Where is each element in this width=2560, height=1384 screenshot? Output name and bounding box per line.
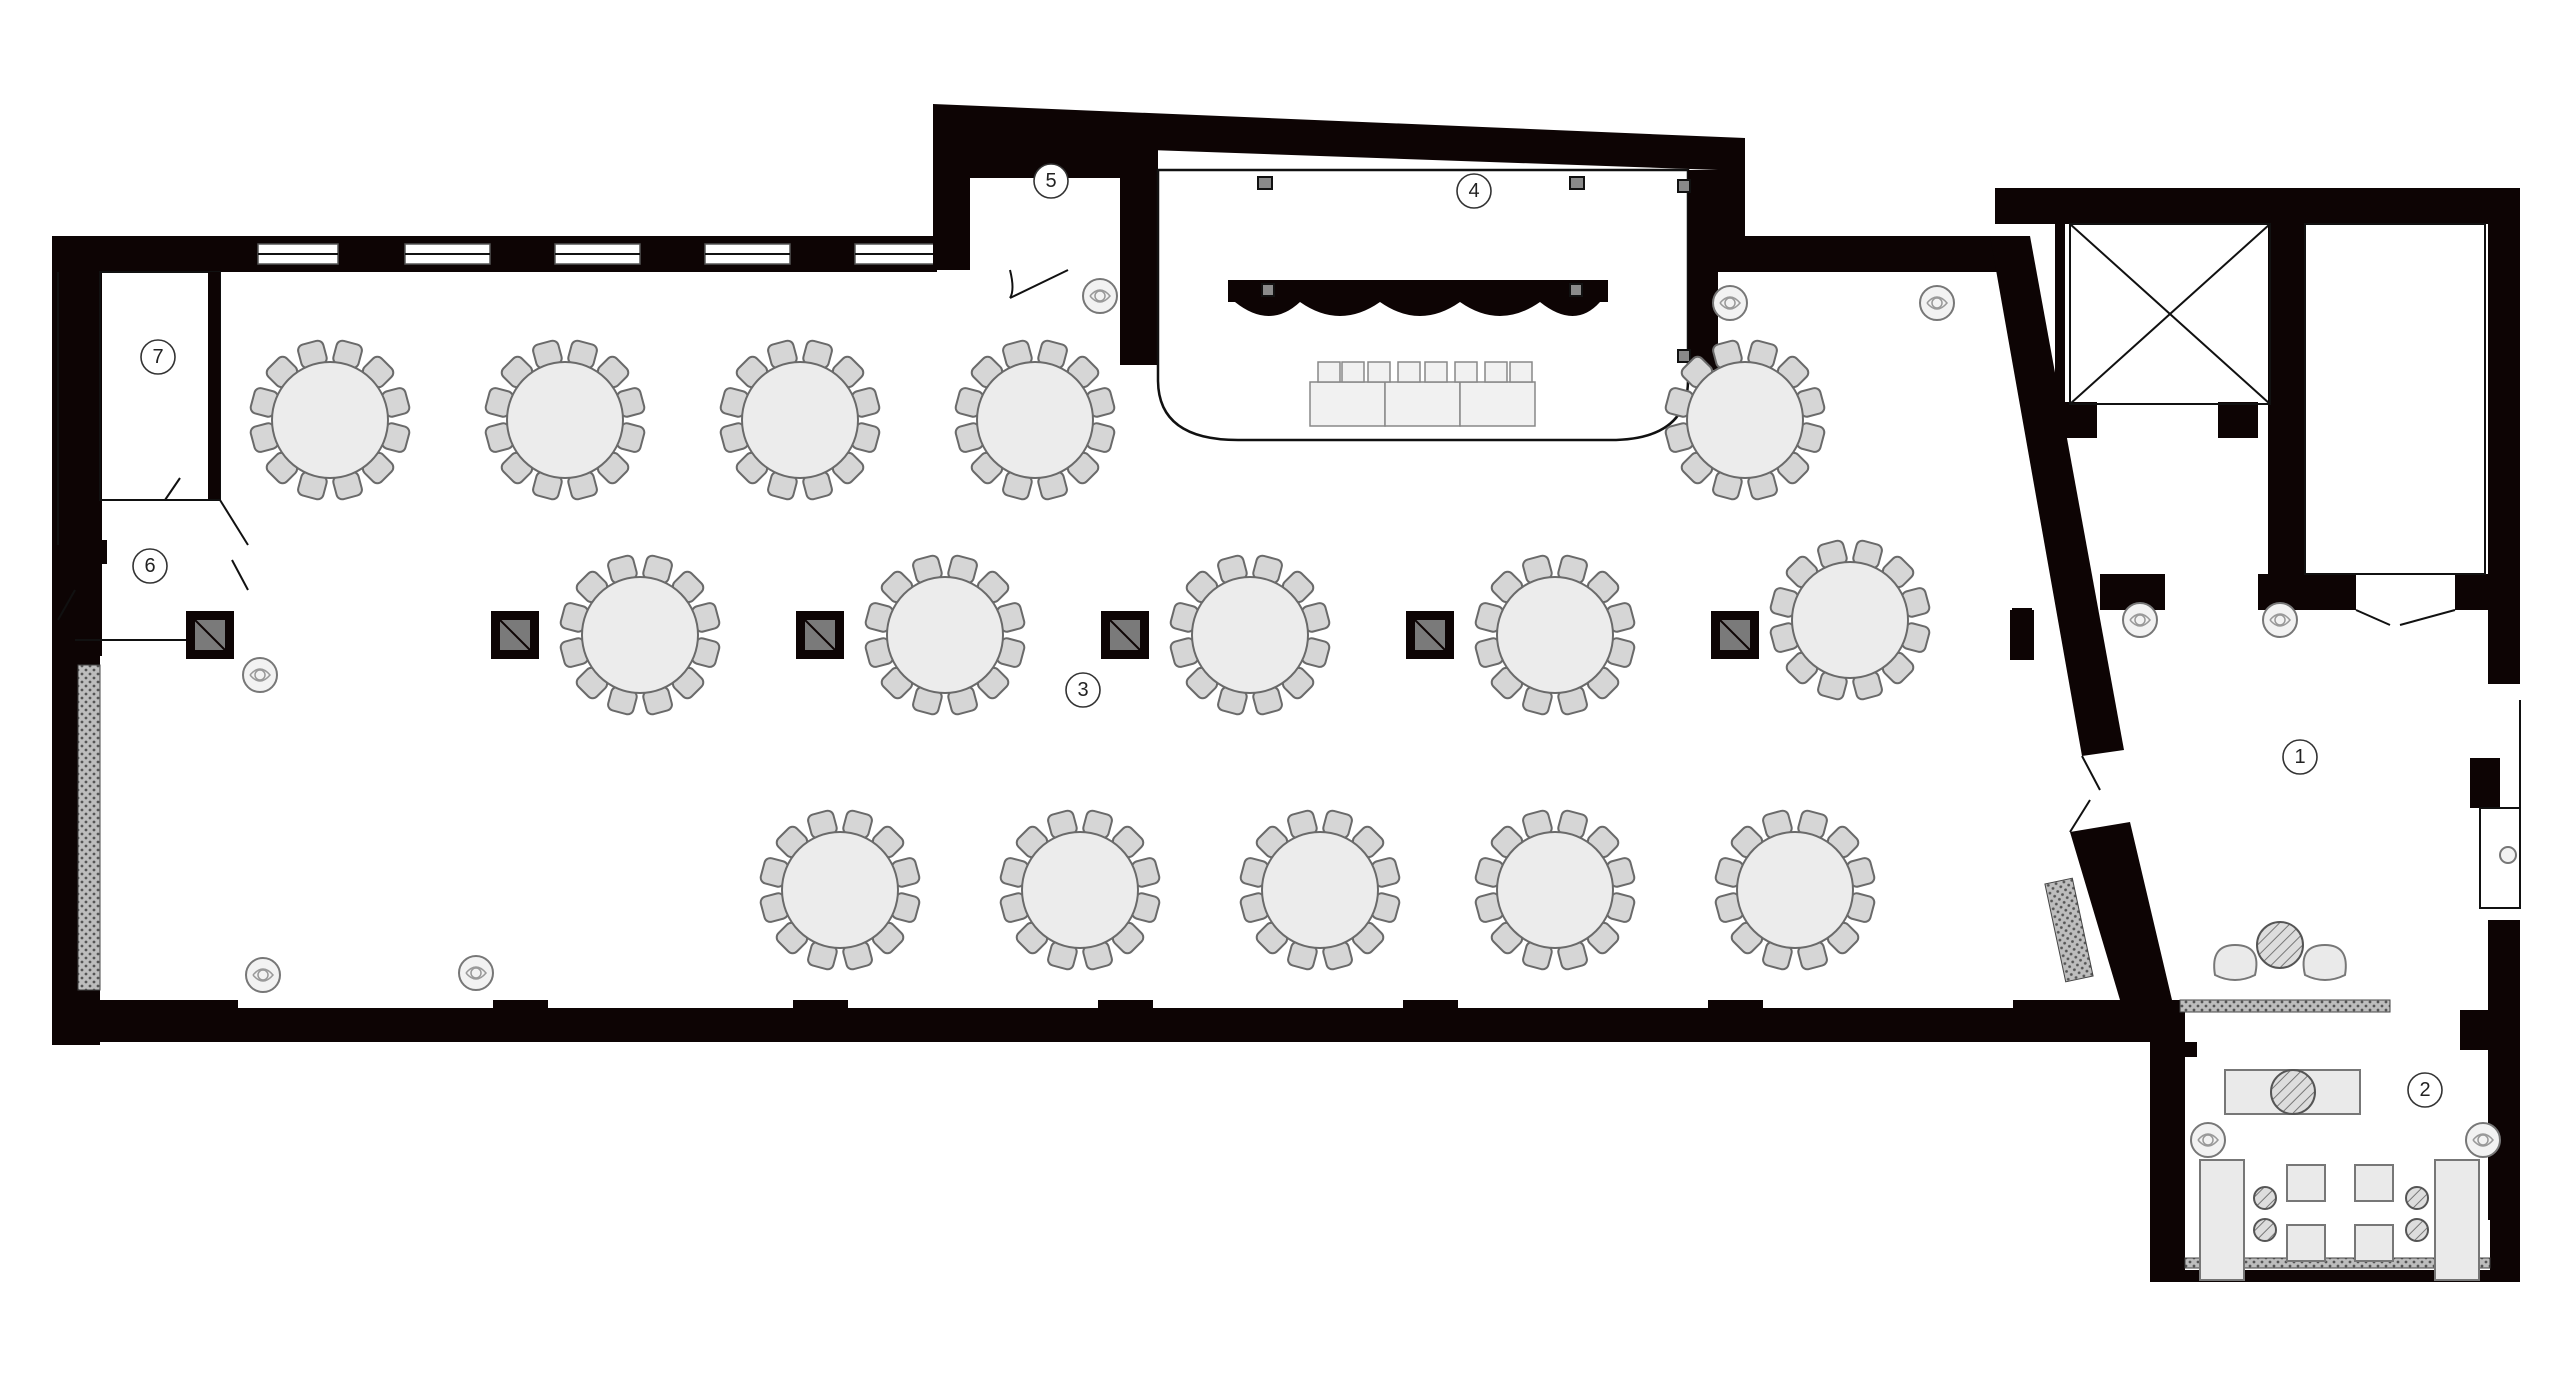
table-top — [741, 361, 859, 479]
banquet-tables — [249, 339, 1931, 971]
stage — [1156, 168, 1718, 442]
table-top — [1496, 576, 1614, 694]
round-banquet-table-icon[interactable] — [719, 339, 881, 501]
table-top — [506, 361, 624, 479]
room-number: 1 — [2294, 746, 2305, 768]
table-top — [886, 576, 1004, 694]
table-top — [976, 361, 1094, 479]
table-top — [1736, 831, 1854, 949]
structural-column-icon — [1101, 611, 1149, 659]
bottom-wall-bays — [238, 1000, 2013, 1008]
structural-column-icon — [796, 611, 844, 659]
left-wall-radiator — [77, 664, 101, 991]
structural-column-icon — [186, 611, 234, 659]
round-banquet-table-icon[interactable] — [1474, 809, 1636, 971]
table-top — [1021, 831, 1139, 949]
room-5-door[interactable] — [1009, 269, 1069, 299]
round-banquet-table-icon[interactable] — [954, 339, 1116, 501]
round-banquet-table-icon[interactable] — [1169, 554, 1331, 716]
room-number: 3 — [1077, 679, 1088, 701]
service-rooms — [57, 271, 249, 641]
room-label-2: 2 — [2407, 1072, 2443, 1108]
room-number: 6 — [144, 555, 155, 577]
room-number: 7 — [152, 346, 163, 368]
round-banquet-table-icon[interactable] — [1474, 554, 1636, 716]
room-label-5: 5 — [1033, 163, 1069, 199]
potted-plant-icon — [2262, 602, 2298, 638]
room-number: 2 — [2419, 1079, 2430, 1101]
round-banquet-table-icon[interactable] — [864, 554, 1026, 716]
lounge-room-furniture — [2199, 1069, 2480, 1281]
round-banquet-table-icon[interactable] — [1239, 809, 1401, 971]
round-banquet-table-icon[interactable] — [249, 339, 411, 501]
potted-plant-icon — [245, 957, 281, 993]
potted-plant-icon — [2190, 1122, 2226, 1158]
potted-plant-icon — [242, 657, 278, 693]
table-top — [1791, 561, 1909, 679]
stage-wing-walls — [933, 104, 2018, 365]
potted-plant-icon — [458, 955, 494, 991]
round-banquet-table-icon[interactable] — [484, 339, 646, 501]
top-windows — [257, 243, 936, 265]
structural-column-icon — [491, 611, 539, 659]
round-banquet-table-icon[interactable] — [1714, 809, 1876, 971]
potted-plant-icon — [1082, 278, 1118, 314]
room-label-7: 7 — [140, 339, 176, 375]
potted-plant-icon — [2122, 602, 2158, 638]
round-banquet-table-icon[interactable] — [759, 809, 921, 971]
room-label-3: 3 — [1065, 672, 1101, 708]
structural-columns — [186, 610, 2034, 660]
foyer-side-panel — [2044, 807, 2521, 983]
table-top — [1686, 361, 1804, 479]
foyer-counter — [2179, 999, 2391, 1013]
potted-plant-icon — [1919, 285, 1955, 321]
round-banquet-table-icon[interactable] — [1664, 339, 1826, 501]
room-label-1: 1 — [2282, 739, 2318, 775]
elevator-shaft-icon — [2069, 223, 2486, 575]
foyer-lounge-set — [2213, 921, 2347, 981]
potted-plant-icon — [1712, 285, 1748, 321]
table-top — [1191, 576, 1309, 694]
room-label-4: 4 — [1456, 173, 1492, 209]
structural-column-icon — [1406, 611, 1454, 659]
round-banquet-table-icon[interactable] — [559, 554, 721, 716]
structural-column-icon — [1711, 611, 1759, 659]
table-top — [581, 576, 699, 694]
round-banquet-table-icon[interactable] — [999, 809, 1161, 971]
table-top — [1496, 831, 1614, 949]
room-label-6: 6 — [132, 548, 168, 584]
room-number: 5 — [1045, 170, 1056, 192]
round-banquet-table-icon[interactable] — [1769, 539, 1931, 701]
table-top — [271, 361, 389, 479]
foyer-walls — [1990, 188, 2520, 1282]
table-top — [781, 831, 899, 949]
table-top — [1261, 831, 1379, 949]
lounge-window-strip — [2184, 1257, 2491, 1269]
potted-plant-icon — [2465, 1122, 2501, 1158]
room-labels: 1 2 3 4 5 6 7 — [132, 163, 2443, 1108]
plants — [242, 278, 2501, 1158]
room-number: 4 — [1468, 180, 1479, 202]
